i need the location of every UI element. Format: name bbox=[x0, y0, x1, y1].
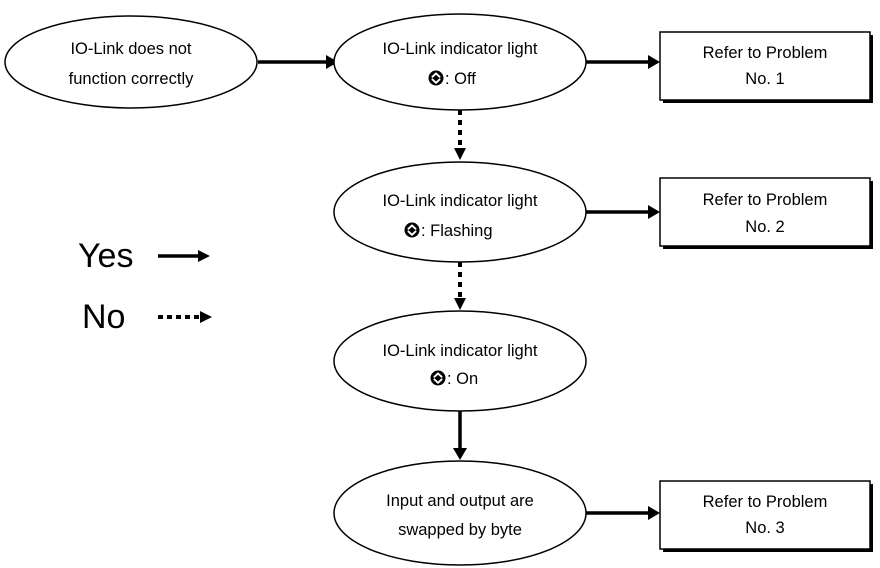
start-node: IO-Link does not function correctly bbox=[4, 15, 258, 109]
arrowhead bbox=[326, 55, 338, 69]
indicator-flashing-line2: : Flashing bbox=[421, 222, 493, 240]
problem2-box: Refer to Problem No. 2 bbox=[659, 177, 873, 249]
indicator-on-line1: IO-Link indicator light bbox=[383, 342, 538, 360]
swapped-line2: swapped by byte bbox=[398, 521, 522, 539]
indicator-off-line1: IO-Link indicator light bbox=[383, 40, 538, 58]
problem2-line1: Refer to Problem bbox=[703, 191, 828, 209]
indicator-flashing-line1: IO-Link indicator light bbox=[383, 192, 538, 210]
swapped-line1: Input and output are bbox=[386, 492, 534, 510]
problem2-line2: No. 2 bbox=[745, 218, 784, 236]
problem3-line2: No. 3 bbox=[745, 519, 784, 537]
legend-yes-label: Yes bbox=[78, 237, 133, 275]
indicator-off-node: IO-Link indicator light : Off bbox=[333, 13, 587, 111]
arrowhead bbox=[454, 298, 466, 310]
indicator-on-line2: : On bbox=[447, 370, 478, 388]
legend-no-label: No bbox=[82, 298, 125, 336]
arrowhead bbox=[648, 205, 660, 219]
arrowhead bbox=[648, 55, 660, 69]
io-link-indicator-icon bbox=[427, 69, 445, 87]
start-node-line1: IO-Link does not bbox=[70, 40, 191, 58]
indicator-on-node: IO-Link indicator light : On bbox=[333, 310, 587, 412]
problem3-box: Refer to Problem No. 3 bbox=[659, 480, 873, 552]
indicator-off-line2: : Off bbox=[445, 70, 476, 88]
io-link-indicator-icon bbox=[429, 369, 447, 387]
problem3-line1: Refer to Problem bbox=[703, 493, 828, 511]
indicator-flashing-node: IO-Link indicator light : Flashing bbox=[333, 161, 587, 263]
arrowhead bbox=[648, 506, 660, 520]
legend: Yes No bbox=[78, 237, 212, 336]
arrowhead bbox=[198, 250, 210, 262]
arrowhead bbox=[454, 148, 466, 160]
start-node-line2: function correctly bbox=[69, 70, 194, 88]
io-link-indicator-icon bbox=[403, 221, 421, 239]
connectors bbox=[258, 55, 660, 520]
problem1-line2: No. 1 bbox=[745, 70, 784, 88]
swapped-by-byte-node: Input and output are swapped by byte bbox=[333, 460, 587, 566]
arrowhead bbox=[453, 448, 467, 460]
problem1-box: Refer to Problem No. 1 bbox=[659, 31, 873, 103]
arrowhead bbox=[200, 311, 212, 323]
problem1-line1: Refer to Problem bbox=[703, 44, 828, 62]
